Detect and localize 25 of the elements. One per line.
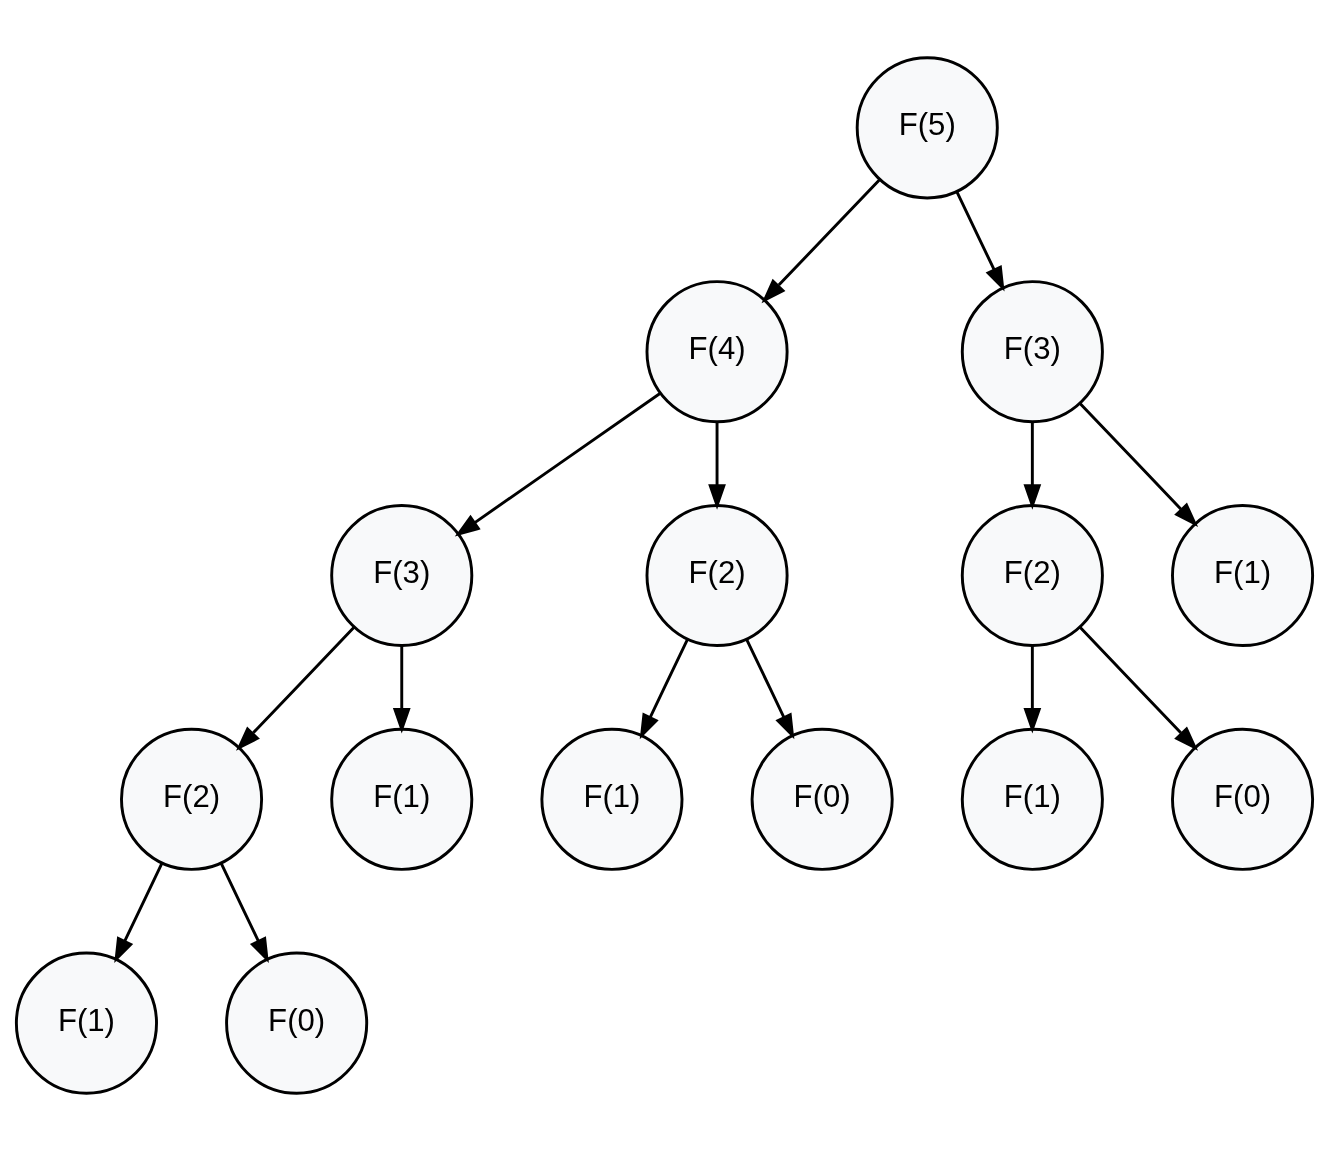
node-circle: F(1) <box>540 727 684 871</box>
arrow <box>708 421 726 510</box>
arrow <box>639 638 689 739</box>
node-circle: F(3) <box>330 503 474 647</box>
arrow <box>955 190 1005 292</box>
node-circle: F(2) <box>645 503 789 647</box>
node-circle: F(0) <box>225 951 369 1095</box>
node-circle: F(1) <box>14 951 158 1095</box>
arrow <box>1079 625 1199 751</box>
node-circle: F(2) <box>960 503 1104 647</box>
node-circle: F(5) <box>855 55 999 199</box>
arrow <box>392 645 411 733</box>
arrow <box>454 391 661 537</box>
node-circle: F(1) <box>330 727 474 871</box>
arrow <box>219 862 269 963</box>
arrow <box>1023 421 1042 510</box>
arrow <box>236 625 356 751</box>
arrow <box>1079 402 1199 527</box>
arrow <box>114 862 164 963</box>
node-circle: F(3) <box>960 279 1104 423</box>
arrow <box>745 638 795 739</box>
arrow <box>1023 645 1042 733</box>
arrow <box>761 178 881 303</box>
node-circle: F(0) <box>750 727 894 871</box>
node-circle: F(1) <box>960 727 1104 871</box>
